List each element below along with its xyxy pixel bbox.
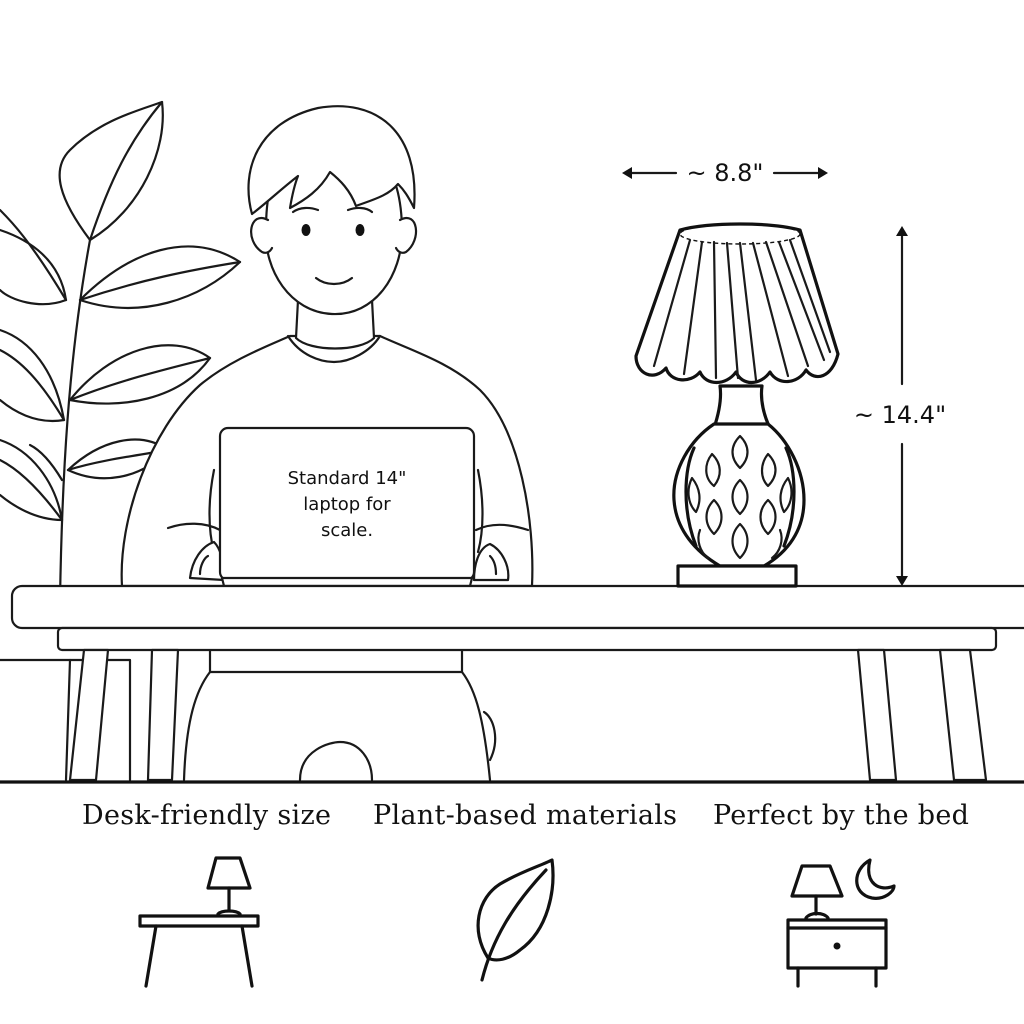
- feature-label-bedside: Perfect by the bed: [713, 800, 970, 831]
- feature-label-plant-based: Plant-based materials: [373, 800, 678, 831]
- laptop-caption-line-3: scale.: [320, 520, 374, 541]
- lamp-lattice-pattern: [687, 434, 793, 560]
- leaf-icon: [476, 858, 555, 982]
- height-label: ~ 14.4": [854, 401, 946, 429]
- laptop-illustration: [218, 426, 476, 588]
- width-label: ~ 8.8": [687, 159, 764, 187]
- laptop-caption: Standard 14" laptop for scale.: [262, 466, 432, 544]
- desk-lamp-icon: [138, 856, 260, 988]
- desk-illustration: [10, 584, 1024, 782]
- nightstand-lamp-moon-icon: [786, 858, 896, 988]
- laptop-caption-line-1: Standard 14": [287, 468, 407, 489]
- height-dimension-arrow: ~ 14.4": [854, 226, 946, 586]
- feature-label-desk-friendly: Desk-friendly size: [82, 800, 332, 831]
- width-dimension-arrow: ~ 8.8": [622, 159, 828, 187]
- laptop-caption-line-2: laptop for: [303, 494, 391, 515]
- plant-illustration: [0, 100, 242, 782]
- table-lamp-product: [634, 222, 840, 588]
